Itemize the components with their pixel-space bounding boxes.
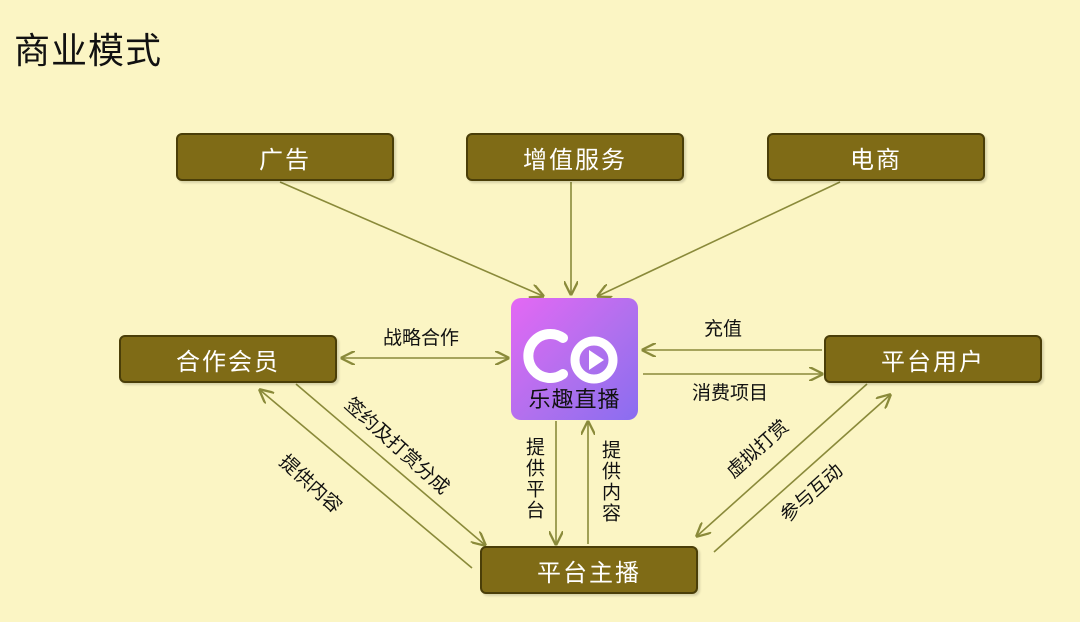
node-ads-label: 广告 <box>259 145 311 174</box>
node-ecommerce-label: 电商 <box>850 145 902 174</box>
node-partner-member: 合作会员 <box>119 335 337 383</box>
arrow-provide-content-left <box>260 390 473 569</box>
arrow-ads-to-center <box>279 181 543 296</box>
node-value-added: 增值服务 <box>466 133 684 181</box>
node-platform-anchor-label: 平台主播 <box>537 558 641 587</box>
node-platform-anchor: 平台主播 <box>480 546 698 594</box>
node-ads: 广告 <box>176 133 394 181</box>
lequ-logo-icon <box>523 329 618 384</box>
arrow-interact <box>713 395 890 553</box>
node-ecommerce: 电商 <box>767 133 985 181</box>
label-recharge: 充值 <box>704 318 743 340</box>
node-partner-member-label: 合作会员 <box>176 347 280 376</box>
arrow-virtual-reward <box>697 383 868 536</box>
node-value-added-label: 增值服务 <box>523 145 627 174</box>
logo-text: 乐趣直播 <box>528 388 621 413</box>
label-provide-content-center: 提供内容 <box>599 440 621 524</box>
label-strategic: 战略合作 <box>383 327 460 349</box>
label-consume: 消费项目 <box>692 382 769 404</box>
node-platform-users-label: 平台用户 <box>881 347 985 376</box>
page-title: 商业模式 <box>14 31 163 72</box>
arrow-sign-share <box>295 383 485 545</box>
lequ-live-logo: 乐趣直播 <box>511 298 638 420</box>
label-provide-platform: 提供平台 <box>523 437 545 521</box>
node-platform-users: 平台用户 <box>824 335 1042 383</box>
arrow-ecom-to-center <box>598 181 841 296</box>
